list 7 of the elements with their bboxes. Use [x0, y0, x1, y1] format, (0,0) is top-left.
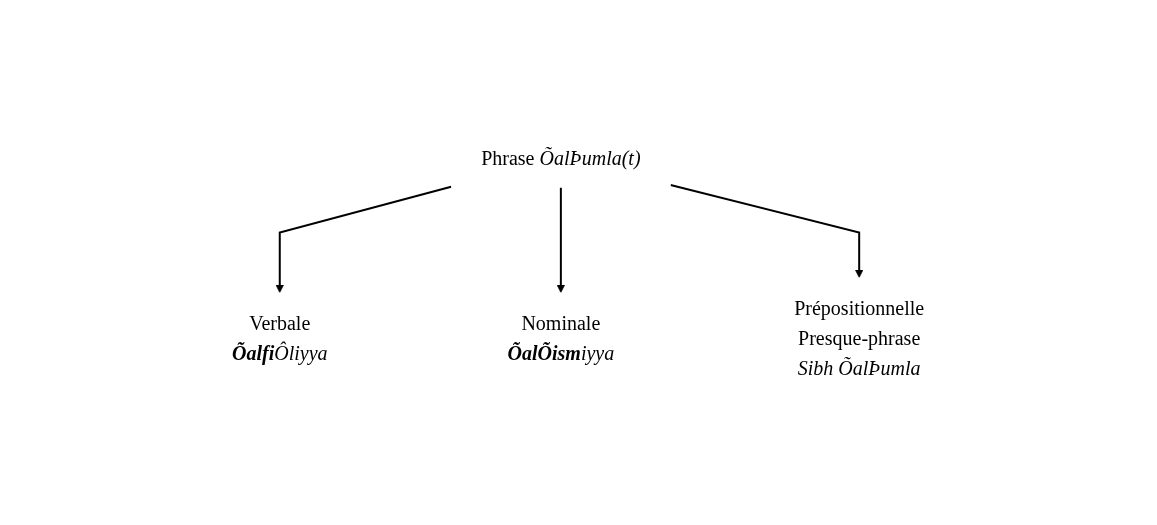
- node-text: Nominale ÕalÕismiyya: [507, 311, 615, 364]
- arrow: [556, 186, 566, 293]
- arrow: [275, 185, 453, 293]
- arrow: [670, 184, 864, 278]
- node-text: Phrase ÕalÞumla(t): [481, 146, 641, 169]
- node-text: Prépositionnelle Presque-phrase Sibh ÕalÞumla: [794, 296, 925, 379]
- node-text: Verbale ÕalfiÔliyya: [232, 311, 328, 364]
